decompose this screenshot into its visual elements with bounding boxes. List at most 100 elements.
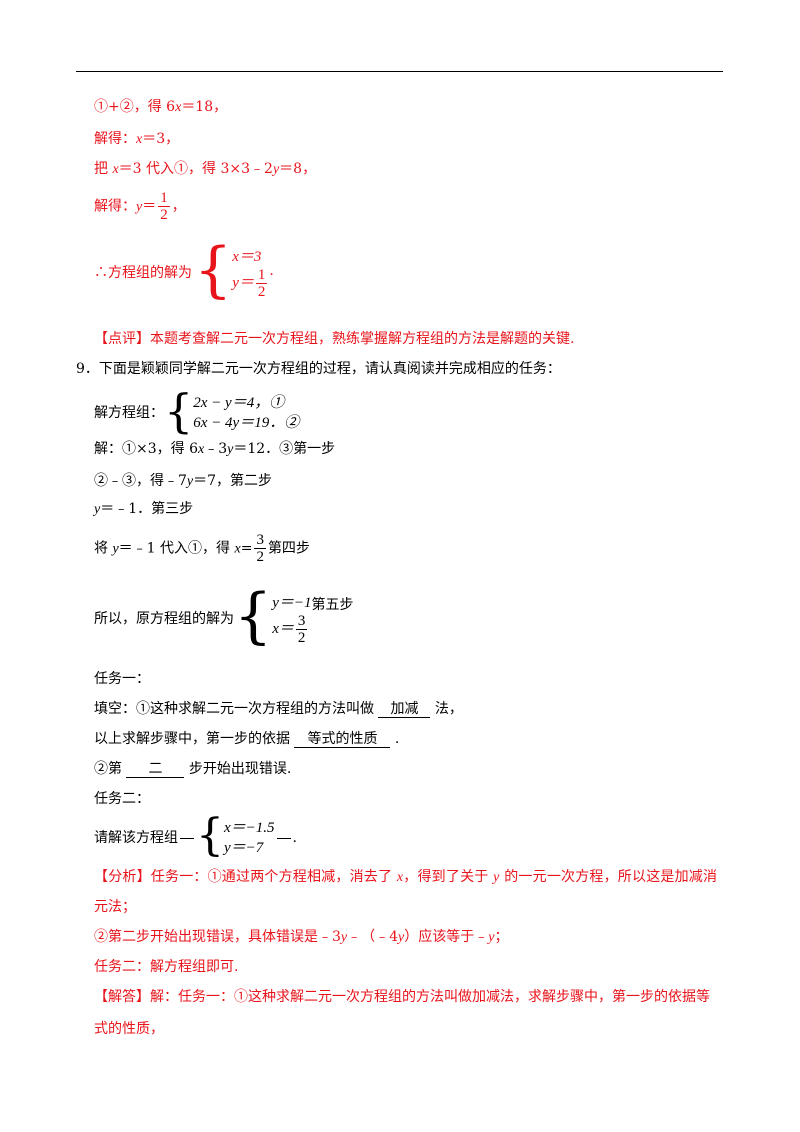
text: 以上求解步骤中，第一步的依据 <box>94 731 295 747</box>
answer-line-1: 【解答】解：任务一：①这种求解二元一次方程组的方法叫做加减法，求解步骤中，第一步… <box>94 989 710 1005</box>
numerator: 1 <box>158 190 170 207</box>
text: 步开始出现错误. <box>184 761 292 777</box>
system: 解方程组： { 2x − y＝4，① 6x − 4y＝19．② <box>94 388 300 434</box>
eq: x＝ <box>272 621 294 637</box>
analysis-line-3: ②第二步开始出现错误，具体错误是﹣3y﹣（﹣4y）应该等于﹣y； <box>94 928 508 947</box>
denominator: 2 <box>297 629 306 646</box>
text: 所以，原方程组的解为 <box>94 611 234 627</box>
answer-blank: 加减 <box>378 701 431 718</box>
text: ＝3 代入①，得 3×3﹣2 <box>118 161 273 177</box>
left-brace-icon: { <box>194 235 233 305</box>
text: ①+②，得 6 <box>94 99 176 115</box>
var: x <box>198 442 205 457</box>
text: ＝8， <box>279 161 317 177</box>
system-row-2: y＝−7 <box>224 840 264 856</box>
text: 的一元一次方程，所以这是加减消 <box>499 869 718 885</box>
text: ＝7，第二步 <box>193 473 273 489</box>
text: 第五步 <box>311 597 354 613</box>
system-row-1: x＝3 <box>232 247 269 267</box>
equation-system-2: 请解该方程组 { x＝−1.5 y＝−7 . <box>94 814 297 858</box>
var: x <box>175 100 182 115</box>
var: x <box>112 162 119 177</box>
equation-system-1: 解方程组： { 2x − y＝4，① 6x − 4y＝19．② <box>94 388 300 434</box>
answer-blank: 二 <box>126 761 185 778</box>
fill-blank-3: ②第 二 步开始出现错误. <box>94 760 291 778</box>
denominator: 2 <box>160 207 168 223</box>
text: 将 <box>94 540 113 557</box>
var: y <box>272 162 280 177</box>
task-one-heading: 任务一： <box>94 671 150 687</box>
analysis-line-4: 任务二：解方程组即可. <box>94 959 239 975</box>
analysis-line-1: 【分析】任务一：①通过两个方程相减，消去了 x，得到了关于 y 的一元一次方程，… <box>94 868 717 887</box>
system-rows: x＝−1.5 y＝−7 <box>224 818 275 858</box>
solution-line-3: 把 x＝3 代入①，得 3×3﹣2y＝8， <box>94 160 316 179</box>
text: ②第 <box>94 761 127 777</box>
header-rule <box>76 71 723 72</box>
text: ＝ <box>142 198 157 215</box>
var: y <box>227 442 234 457</box>
left-brace-icon: { <box>234 581 273 651</box>
text: . <box>292 830 297 846</box>
text: 解得： <box>94 198 136 215</box>
solution-line-1: ①+②，得 6x＝18， <box>94 98 227 117</box>
comment-line: 【点评】本题考查解二元一次方程组，熟练掌握解方程组的方法是解题的关键. <box>94 331 575 347</box>
text: . <box>269 263 274 279</box>
text: 第四步 <box>267 540 310 557</box>
text: ＝12．③第一步 <box>233 441 336 457</box>
label: 请解该方程组 <box>94 830 178 846</box>
blank-line-right <box>276 837 291 839</box>
fill-blank-1: 填空：①这种求解二元一次方程组的方法叫做 加减 法， <box>94 700 463 718</box>
left-brace-icon: { <box>164 384 194 438</box>
var: x <box>234 541 241 557</box>
text: ，得到了关于 <box>403 869 494 885</box>
denominator: 2 <box>257 283 266 300</box>
text: 填空：①这种求解二元一次方程组的方法叫做 <box>94 701 379 717</box>
text: = <box>240 540 253 557</box>
var: y <box>94 502 101 517</box>
text: 法， <box>430 701 463 717</box>
numerator: 3 <box>295 612 308 630</box>
eq: y＝−1 <box>272 594 312 611</box>
text: ）应该等于﹣ <box>404 929 489 945</box>
fill-blank-2: 以上求解步骤中，第一步的依据 等式的性质 . <box>94 730 399 748</box>
label: 解方程组： <box>94 405 164 421</box>
text: 【分析】任务一：①通过两个方程相减，消去了 <box>94 869 397 885</box>
system-row-2: 6x − 4y＝19．② <box>193 415 300 431</box>
analysis-line-2: 元法； <box>94 899 136 915</box>
step-1: 解：①×3，得 6x﹣3y＝12．③第一步 <box>94 440 335 459</box>
left-brace-icon: { <box>196 810 224 861</box>
step-3: y＝﹣1．第三步 <box>94 500 193 519</box>
text: ②﹣③，得﹣7 <box>94 473 187 489</box>
var: y <box>398 930 405 945</box>
question-number: 9． <box>76 361 99 377</box>
answer-line-2: 式的性质， <box>94 1021 164 1037</box>
text: ∴方程组的解为 <box>94 265 192 281</box>
text: 解：①×3，得 6 <box>94 441 198 457</box>
text: ②第二步开始出现错误，具体错误是﹣3 <box>94 929 341 945</box>
text: . <box>390 731 400 747</box>
var: x <box>396 870 404 885</box>
text: ﹣3 <box>204 441 228 457</box>
question-text: 下面是颖颖同学解二元一次方程组的过程，请认真阅读并完成相应的任务： <box>98 361 561 377</box>
step-2: ②﹣③，得﹣7y＝7，第二步 <box>94 472 272 491</box>
text: 把 <box>94 161 113 177</box>
eq: x＝3 <box>232 248 262 265</box>
text: ； <box>494 929 509 945</box>
text: ＝3， <box>142 131 180 147</box>
text: ＝﹣1．第三步 <box>100 501 194 517</box>
text: 解得： <box>94 131 136 147</box>
system-row-1: y＝−1 <box>272 593 311 613</box>
answer-blank: 等式的性质 <box>294 731 391 748</box>
